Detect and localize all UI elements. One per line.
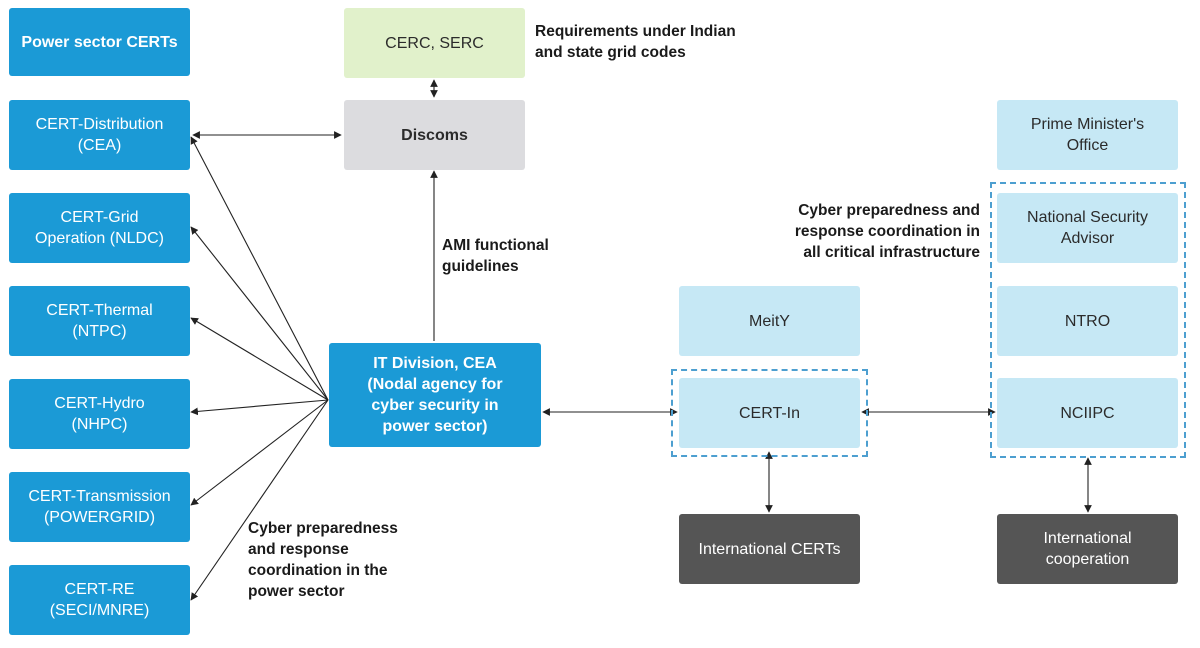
cert-transmission-box: CERT-Transmission(POWERGRID): [9, 472, 190, 542]
it-division-cea-box: IT Division, CEA (Nodal agency for cyber…: [329, 343, 541, 447]
cert-distribution-box: CERT-Distribution(CEA): [9, 100, 190, 170]
arrow-to-cert-distribution: [190, 136, 329, 401]
grid-codes-note: Requirements under Indian and state grid…: [535, 23, 736, 61]
cerc-serc-box: CERC, SERC: [344, 8, 525, 78]
discoms-box: Discoms: [344, 100, 525, 170]
nciipc-box: NCIIPC: [997, 378, 1178, 448]
arrow-to-cert-grid: [190, 226, 329, 401]
ami-guidelines-label: AMI functional guidelines: [442, 237, 549, 275]
cert-hydro-box: CERT-Hydro(NHPC): [9, 379, 190, 449]
cert-thermal-box: CERT-Thermal(NTPC): [9, 286, 190, 356]
arrow-to-cert-thermal: [190, 317, 329, 401]
arrow-to-cert-transmission: [190, 399, 329, 506]
power-sector-certs-header: Power sector CERTs: [9, 8, 190, 76]
critical-infrastructure-note: Cyber preparedness and response coordina…: [794, 202, 980, 261]
arrow-to-cert-re: [190, 399, 329, 601]
power-sector-coordination-note: Cyber preparedness and response coordina…: [248, 520, 398, 600]
meity-box: MeitY: [679, 286, 860, 356]
arrow-to-cert-hydro: [190, 399, 329, 416]
meity-group-dashed-border: [671, 369, 868, 457]
international-certs-box: International CERTs: [679, 514, 860, 584]
ntro-box: NTRO: [997, 286, 1178, 356]
cert-in-box: CERT-In: [679, 378, 860, 448]
nsa-group-dashed-border: [990, 182, 1186, 458]
cert-re-box: CERT-RE(SECI/MNRE): [9, 565, 190, 635]
